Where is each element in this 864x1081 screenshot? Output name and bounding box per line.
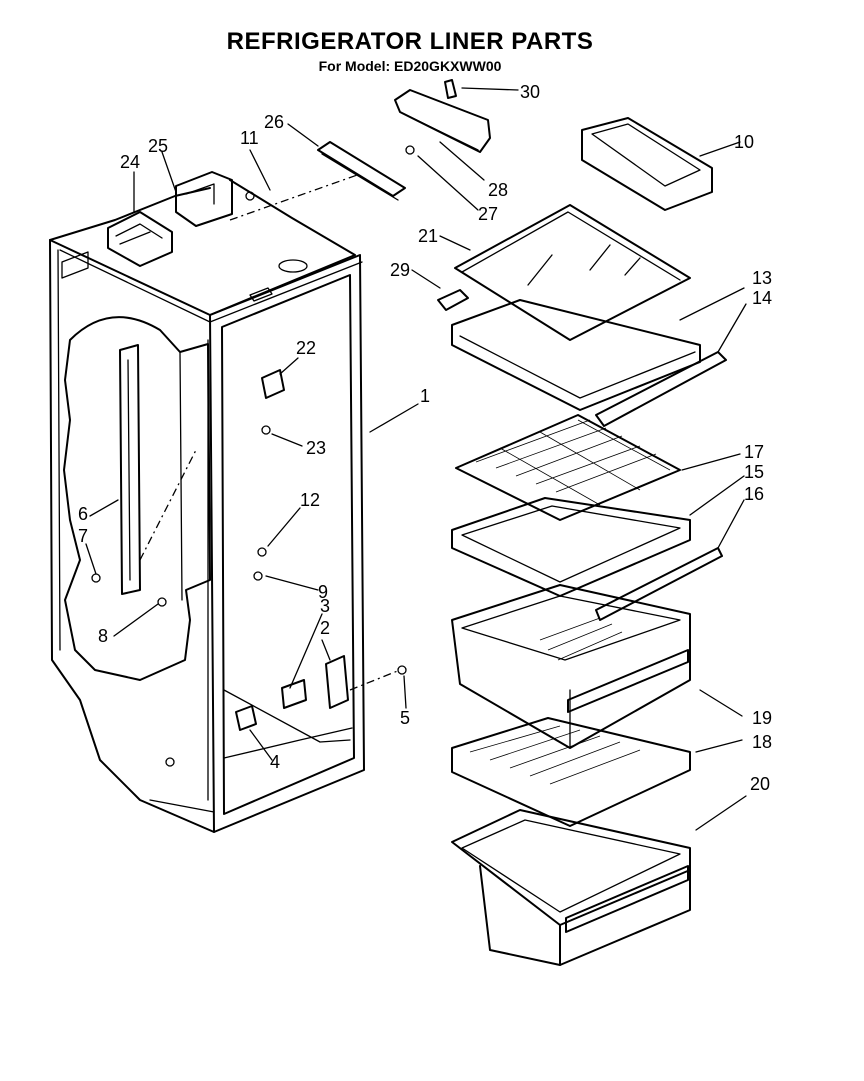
callout-28: 28 [488,180,508,200]
callout-20: 20 [750,774,770,794]
fasteners [91,145,415,731]
callout-24: 24 [120,152,140,172]
callout-27: 27 [478,204,498,224]
callout-labels: 1 2 3 4 5 6 7 8 9 10 11 12 13 14 15 16 1… [78,82,772,794]
leader-lines [85,87,747,831]
callout-23: 23 [306,438,326,458]
callout-8: 8 [98,626,108,646]
callout-10: 10 [734,132,754,152]
control-bracket [175,171,233,227]
callout-26: 26 [264,112,284,132]
shelf-ladder [119,344,197,595]
crisper-cover [451,717,691,827]
callout-12: 12 [300,490,320,510]
door-bin [581,117,713,211]
shelf-frame-middle [451,497,723,621]
callout-5: 5 [400,708,410,728]
callout-11: 11 [240,128,259,148]
callout-21: 21 [418,226,438,246]
callout-30: 30 [520,82,540,102]
diagram-title: REFRIGERATOR LINER PARTS [226,28,594,55]
callout-1: 1 [420,386,430,406]
callout-18: 18 [752,732,772,752]
crisper-pan [451,584,691,749]
rail [229,141,406,221]
model-subtitle: For Model: ED20GKXWW00 [318,58,502,74]
callout-19: 19 [752,708,772,728]
callout-22: 22 [296,338,316,358]
callout-7: 7 [78,526,88,546]
glass-shelf [454,204,691,341]
callout-6: 6 [78,504,88,524]
shelf-frame-upper [437,289,727,427]
bottom-drawer [451,809,691,966]
callout-15: 15 [744,462,764,482]
callout-2: 2 [320,618,330,638]
callout-16: 16 [744,484,764,504]
callout-13: 13 [752,268,772,288]
liner-cabinet [49,179,365,833]
callout-29: 29 [390,260,410,280]
upper-bracket [394,79,491,153]
callout-4: 4 [270,752,280,772]
callout-25: 25 [148,136,168,156]
callout-17: 17 [744,442,764,462]
control-housing [107,211,173,267]
callout-14: 14 [752,288,772,308]
shelf-insert [455,414,681,521]
callout-9: 9 [318,582,328,602]
callout-3: 3 [320,596,330,616]
